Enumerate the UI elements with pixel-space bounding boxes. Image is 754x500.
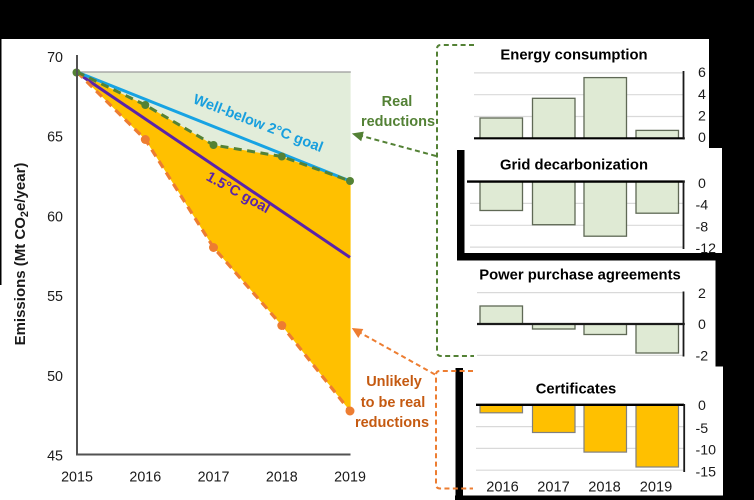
svg-text:-5: -5 <box>696 421 709 437</box>
svg-text:2: 2 <box>698 286 706 302</box>
svg-text:-4: -4 <box>696 198 709 214</box>
svg-text:0: 0 <box>698 176 706 192</box>
svg-text:Certificates: Certificates <box>536 382 617 398</box>
svg-text:2018: 2018 <box>266 470 298 486</box>
svg-text:2019: 2019 <box>334 470 366 486</box>
svg-text:-8: -8 <box>696 219 709 235</box>
svg-text:2016: 2016 <box>129 470 161 486</box>
svg-text:Grid decarbonization: Grid decarbonization <box>500 158 648 174</box>
svg-text:Unlikely: Unlikely <box>366 374 422 390</box>
svg-text:4: 4 <box>698 87 706 103</box>
svg-text:0: 0 <box>698 317 706 333</box>
svg-text:2017: 2017 <box>198 470 230 486</box>
svg-text:Emissions (Mt CO2e/year): Emissions (Mt CO2e/year) <box>12 163 31 346</box>
svg-text:60: 60 <box>47 209 63 225</box>
svg-text:2018: 2018 <box>588 480 620 496</box>
svg-text:-15: -15 <box>696 464 717 480</box>
svg-text:reductions: reductions <box>361 114 435 130</box>
svg-text:-12: -12 <box>696 241 717 257</box>
svg-text:45: 45 <box>47 449 63 465</box>
svg-text:6: 6 <box>698 65 706 81</box>
svg-text:Real: Real <box>382 94 413 110</box>
svg-text:2017: 2017 <box>537 480 569 496</box>
svg-text:to be real: to be real <box>361 395 425 411</box>
svg-text:70: 70 <box>47 50 63 66</box>
svg-text:2: 2 <box>698 108 706 124</box>
svg-text:0: 0 <box>698 398 706 414</box>
svg-text:2015: 2015 <box>61 470 93 486</box>
svg-text:Power purchase agreements: Power purchase agreements <box>479 268 681 284</box>
svg-text:reductions: reductions <box>355 415 429 431</box>
svg-text:2019: 2019 <box>640 480 672 496</box>
svg-text:-2: -2 <box>696 349 709 365</box>
svg-text:2016: 2016 <box>486 480 518 496</box>
svg-text:65: 65 <box>47 130 63 146</box>
svg-text:-10: -10 <box>696 443 717 459</box>
svg-text:50: 50 <box>47 369 63 385</box>
svg-text:Energy consumption: Energy consumption <box>500 47 647 63</box>
svg-text:0: 0 <box>698 130 706 146</box>
svg-text:55: 55 <box>47 289 63 305</box>
